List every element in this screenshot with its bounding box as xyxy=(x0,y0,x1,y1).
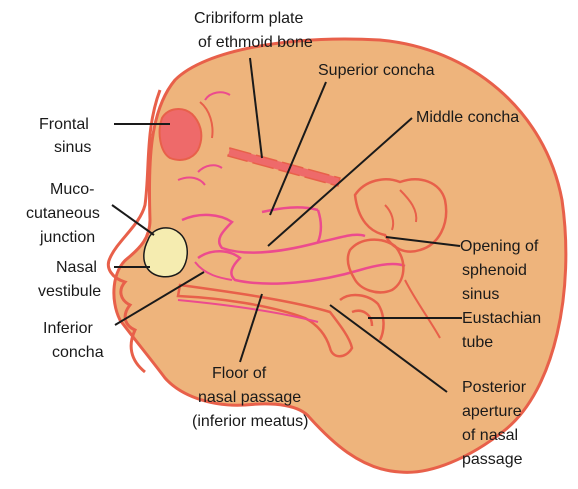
label-opening-sphenoid-line3: sinus xyxy=(462,286,499,303)
label-posterior-line3: of nasal xyxy=(462,427,518,444)
label-mucocutaneous-line2: cutaneous xyxy=(26,205,100,222)
leader-mucocutaneous xyxy=(112,205,154,235)
label-frontal-sinus-line1: Frontal xyxy=(39,116,89,133)
label-eustachian-line2: tube xyxy=(462,334,493,351)
label-nasal-vestibule-line1: Nasal xyxy=(56,259,97,276)
label-eustachian-line1: Eustachian xyxy=(462,310,541,327)
label-floor-line2: nasal passage xyxy=(198,389,301,406)
label-inferior-concha-line1: Inferior xyxy=(43,320,93,337)
label-posterior-line4: passage xyxy=(462,451,523,468)
label-cribriform-line2: of ethmoid bone xyxy=(198,34,313,51)
label-floor-line1: Floor of xyxy=(212,365,267,382)
frontal-sinus-shape xyxy=(160,109,202,160)
label-opening-sphenoid-line1: Opening of xyxy=(460,238,539,255)
label-floor-line3: (inferior meatus) xyxy=(192,413,308,430)
label-cribriform-line1: Cribriform plate xyxy=(194,10,303,27)
label-inferior-concha-line2: concha xyxy=(52,344,104,361)
label-nasal-vestibule-line2: vestibule xyxy=(38,283,101,300)
label-frontal-sinus-line2: sinus xyxy=(54,139,91,156)
label-opening-sphenoid-line2: sphenoid xyxy=(462,262,527,279)
label-posterior-line1: Posterior xyxy=(462,379,527,396)
label-superior-concha: Superior concha xyxy=(318,62,435,79)
label-posterior-line2: aperture xyxy=(462,403,522,420)
label-middle-concha: Middle concha xyxy=(416,109,519,126)
nasal-vestibule-shape xyxy=(144,228,187,277)
label-mucocutaneous-line1: Muco- xyxy=(50,181,94,198)
label-mucocutaneous-line3: junction xyxy=(39,229,95,246)
